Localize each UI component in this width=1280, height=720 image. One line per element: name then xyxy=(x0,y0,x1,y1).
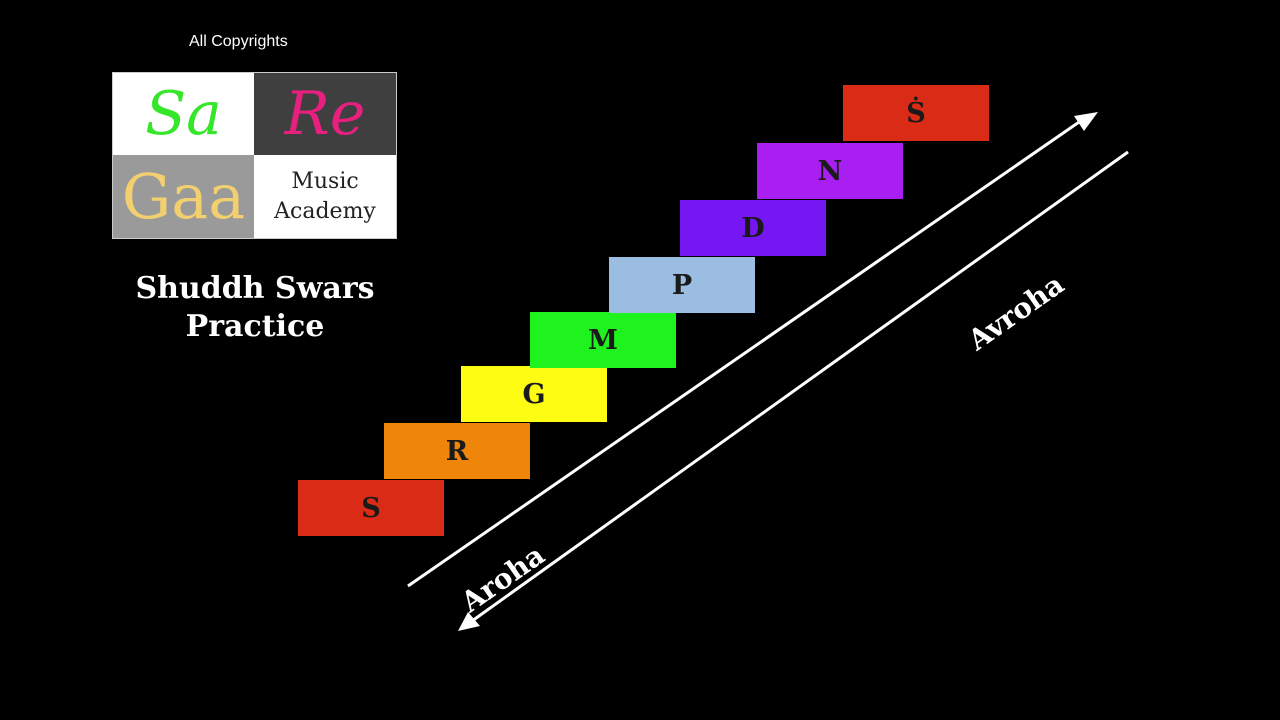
page-title: Shuddh Swars Practice xyxy=(110,270,400,346)
avroha-arrow-line xyxy=(471,150,1129,623)
logo-music-tile: Music Academy xyxy=(254,155,396,238)
logo-academy-text: Academy xyxy=(274,198,376,224)
title-line-1: Shuddh Swars xyxy=(135,271,375,306)
logo-gaa-text: Gaa xyxy=(121,159,246,233)
avroha-arrowhead xyxy=(458,612,480,631)
note-label-upper-s: Ṡ xyxy=(906,97,926,129)
note-label-n: N xyxy=(817,155,843,187)
note-step-n: N xyxy=(757,143,903,199)
logo-re-tile: Re xyxy=(254,73,396,155)
note-step-r: R xyxy=(384,423,530,479)
logo-gaa-tile: Gaa xyxy=(113,155,254,238)
note-label-s: S xyxy=(361,492,381,524)
logo-sa-text: Sa xyxy=(145,79,222,149)
note-label-r: R xyxy=(445,435,469,467)
logo-sa-tile: Sa xyxy=(113,73,254,155)
logo-music-text: Music xyxy=(291,168,359,194)
note-step-g: G xyxy=(461,366,607,422)
aroha-arrowhead xyxy=(1074,112,1098,131)
note-step-upper-s: Ṡ xyxy=(843,85,989,141)
note-step-p: P xyxy=(609,257,755,313)
aroha-arrow-line xyxy=(407,118,1083,588)
note-label-m: M xyxy=(588,324,618,356)
note-label-d: D xyxy=(741,212,765,244)
logo-re-text: Re xyxy=(284,79,366,149)
note-step-m: M xyxy=(530,312,676,368)
title-line-2: Practice xyxy=(185,309,325,344)
note-label-p: P xyxy=(671,269,693,301)
academy-logo: Sa Re Gaa Music Academy xyxy=(112,72,397,239)
note-step-d: D xyxy=(680,200,826,256)
copyright-text: All Copyrights xyxy=(189,33,288,50)
note-label-g: G xyxy=(522,378,546,410)
note-step-s: S xyxy=(298,480,444,536)
